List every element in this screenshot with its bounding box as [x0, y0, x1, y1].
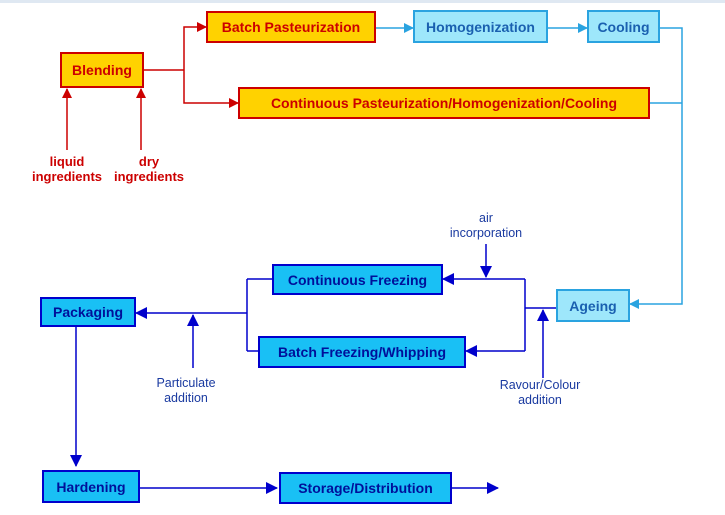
- continuous-phc-box: Continuous Pasteurization/Homogenization…: [238, 87, 650, 119]
- packaging-box: Packaging: [40, 297, 136, 327]
- flavour-colour-addition-label: Ravour/Colour addition: [499, 378, 581, 407]
- batch-pasteurization-box: Batch Pasteurization: [206, 11, 376, 43]
- hardening-box: Hardening: [42, 470, 140, 503]
- ageing-box: Ageing: [556, 289, 630, 322]
- homogenization-box: Homogenization: [413, 10, 548, 43]
- top-border: [0, 0, 725, 3]
- continuous-freezing-box: Continuous Freezing: [272, 264, 443, 295]
- batch-freezing-box: Batch Freezing/Whipping: [258, 336, 466, 368]
- air-incorporation-label: air incorporation: [449, 211, 523, 240]
- cooling-box: Cooling: [587, 10, 660, 43]
- liquid-ingredients-label: liquid ingredients: [31, 154, 103, 184]
- dry-ingredients-label: dry ingredients: [113, 154, 185, 184]
- blending-box: Blending: [60, 52, 144, 88]
- to-batch-arrow: [183, 22, 207, 70]
- storage-distribution-box: Storage/Distribution: [279, 472, 452, 504]
- particulate-addition-label: Particulate addition: [156, 376, 216, 405]
- cooling-to-ageing-arrow: [629, 27, 683, 309]
- to-continuous-arrow: [183, 70, 239, 108]
